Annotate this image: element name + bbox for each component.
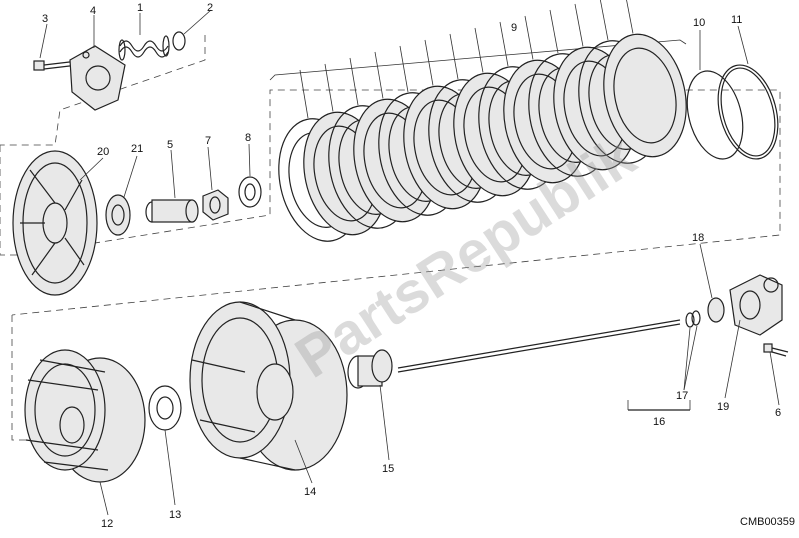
callout-5: 5: [167, 139, 173, 151]
plate-leader: [499, 21, 509, 67]
plate-leader: [349, 57, 359, 106]
nut-part: [202, 189, 229, 221]
clutch-plate: [603, 33, 687, 158]
leader-lines: [39, 9, 780, 516]
spring-part: [118, 35, 170, 61]
o-ring-part: [686, 70, 744, 160]
callout-17: 17: [676, 390, 688, 402]
callout-4: 4: [90, 5, 96, 17]
callout-14: 14: [304, 486, 316, 498]
snap-ring-part: [172, 31, 186, 51]
plate-leader: [474, 27, 484, 73]
callout-11: 11: [731, 14, 742, 26]
callout-6: 6: [775, 407, 781, 419]
callout-10: 10: [693, 17, 705, 29]
plate-leader: [524, 15, 534, 60]
cover-plate-part: [69, 45, 126, 111]
o-ring-large-part: [717, 64, 779, 160]
plate-leader: [574, 3, 584, 47]
upper-group-boundary: [0, 35, 206, 146]
callout-3: 3: [42, 13, 48, 25]
callout-16: 16: [653, 416, 665, 428]
clutch-basket-part: [189, 301, 348, 471]
callout-20: 20: [97, 146, 109, 158]
callout-7: 7: [205, 135, 211, 147]
plate-leader: [374, 51, 384, 99]
plate-leader: [299, 69, 309, 119]
piston-part: [707, 297, 725, 323]
clutch-plate-stack: [269, 0, 687, 242]
bushing-part: [145, 199, 199, 223]
bolt-part: [763, 343, 789, 357]
washer-part: [238, 176, 262, 208]
drawing-code: CMB00359: [740, 516, 795, 528]
callout-2: 2: [207, 2, 213, 14]
plate-leader: [626, 0, 634, 34]
plate-leader: [549, 9, 559, 54]
plate-leader: [424, 39, 434, 86]
plate-leader: [399, 45, 409, 93]
plate-leader: [449, 33, 459, 80]
callout-labels: 1 2 3 4 5 6 7 8 9 10 11 12 13 14 15 16 1…: [42, 2, 781, 530]
callout-18: 18: [692, 232, 704, 244]
thrust-washer-part: [148, 385, 182, 431]
pressure-plate-part: [12, 150, 98, 296]
callout-21: 21: [131, 143, 143, 155]
callout-9: 9: [511, 22, 517, 34]
callout-15: 15: [382, 463, 394, 475]
callout-12: 12: [101, 518, 113, 530]
push-rod-part: [397, 319, 690, 411]
clutch-plate-inner: [613, 47, 677, 144]
middle-group-boundary: [0, 89, 781, 316]
o-ring-large-inner: [720, 67, 776, 157]
callout-8: 8: [245, 132, 251, 144]
plate-stack-bracket: [269, 39, 687, 81]
bearing-part: [105, 194, 131, 236]
sleeve-part: [347, 349, 393, 389]
callout-1: 1: [137, 2, 143, 14]
plate-leader: [324, 63, 334, 112]
slave-cylinder-part: [729, 274, 783, 336]
lower-group-boundary: [11, 315, 40, 441]
plate-leader: [599, 0, 609, 41]
seal-part-2: [691, 310, 701, 326]
seal-part: [685, 312, 695, 328]
callout-19: 19: [717, 401, 729, 413]
clutch-hub-part: [24, 349, 146, 483]
callout-13: 13: [169, 509, 181, 521]
